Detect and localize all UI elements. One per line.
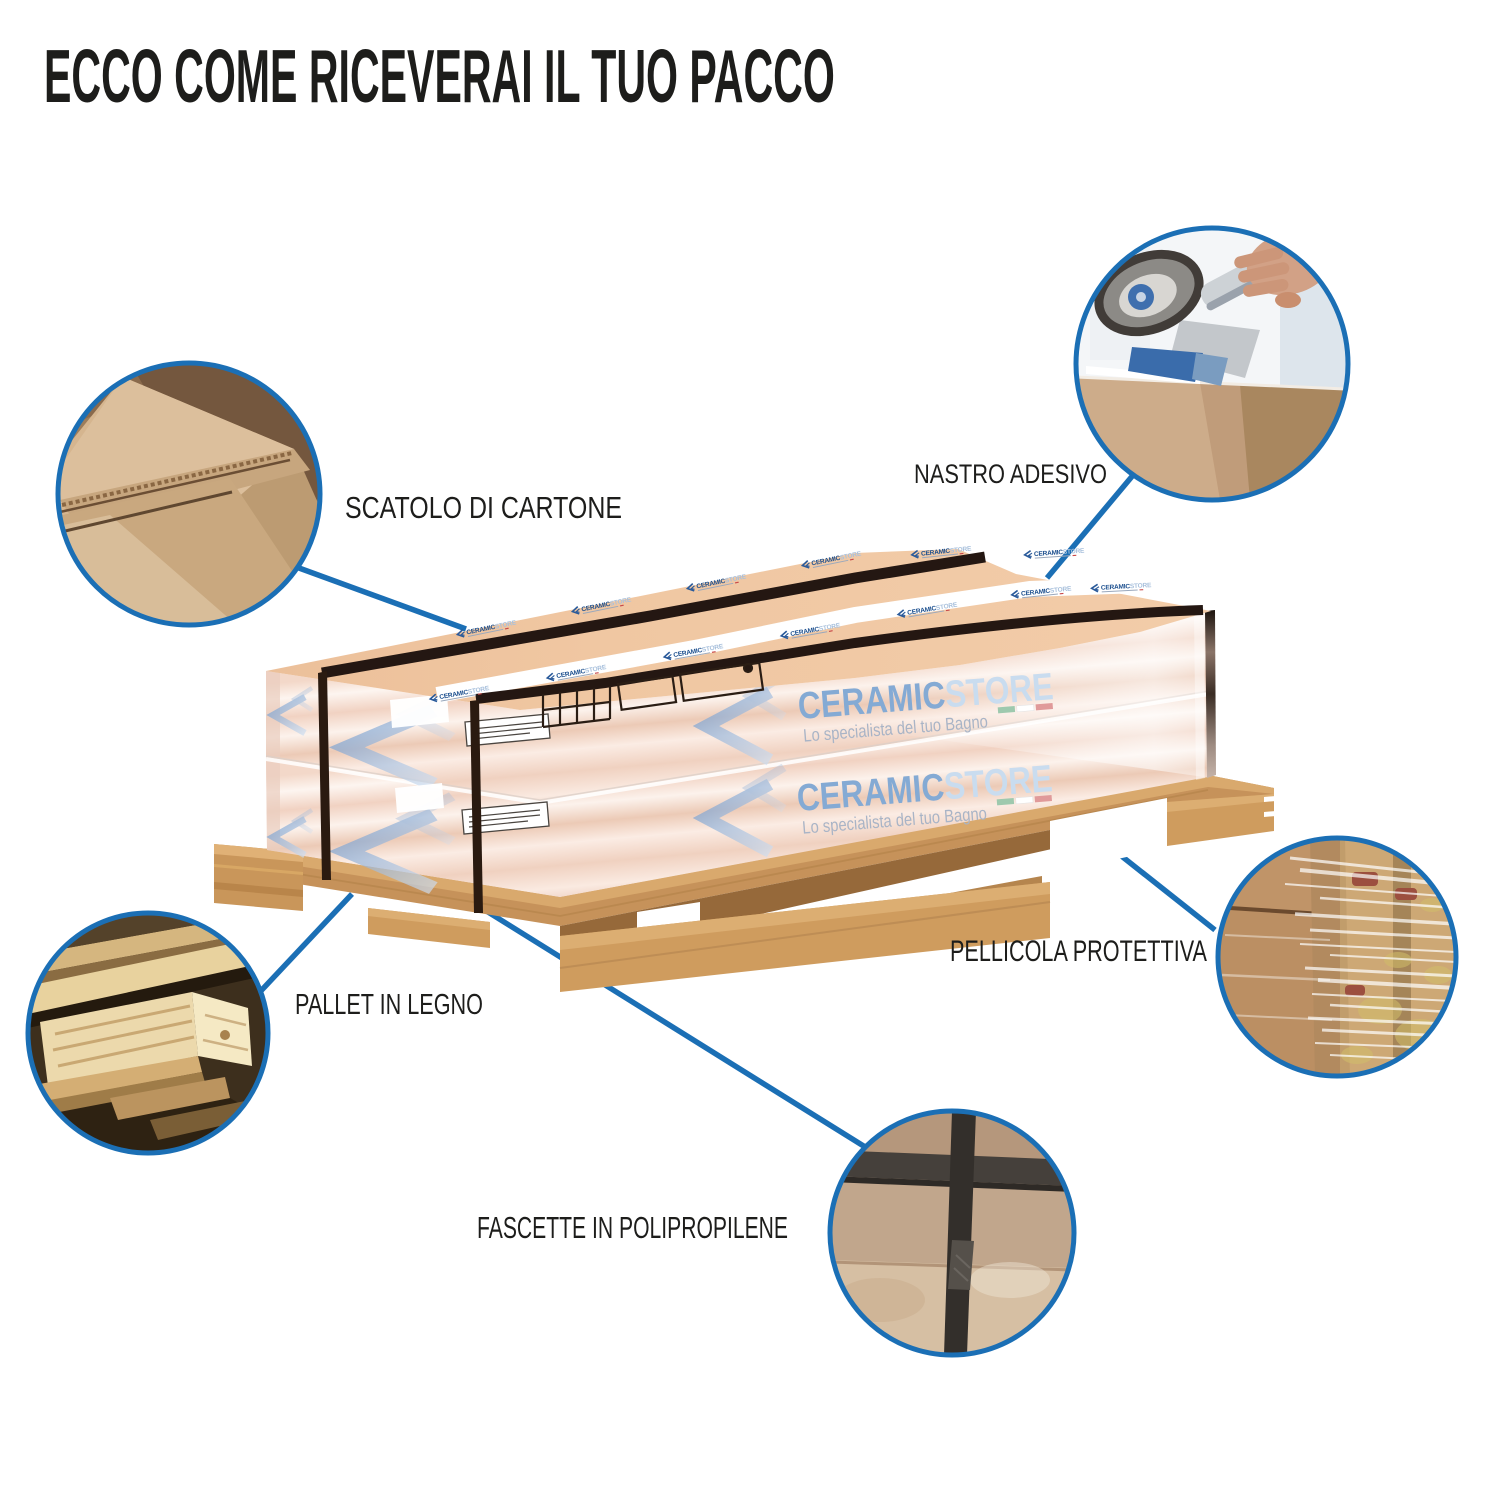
svg-text:SCATOLO DI CARTONE: SCATOLO DI CARTONE (345, 490, 622, 525)
svg-text:PELLICOLA PROTETTIVA: PELLICOLA PROTETTIVA (950, 935, 1207, 968)
svg-text:ECCO COME RICEVERAI IL TUO PAC: ECCO COME RICEVERAI IL TUO PACCO (44, 34, 835, 118)
svg-text:NASTRO ADESIVO: NASTRO ADESIVO (914, 459, 1107, 489)
svg-text:FASCETTE IN POLIPROPILENE: FASCETTE IN POLIPROPILENE (477, 1210, 788, 1245)
svg-text:CERAMICSTORE: CERAMICSTORE (795, 758, 1054, 820)
svg-text:PALLET IN LEGNO: PALLET IN LEGNO (295, 989, 483, 1021)
